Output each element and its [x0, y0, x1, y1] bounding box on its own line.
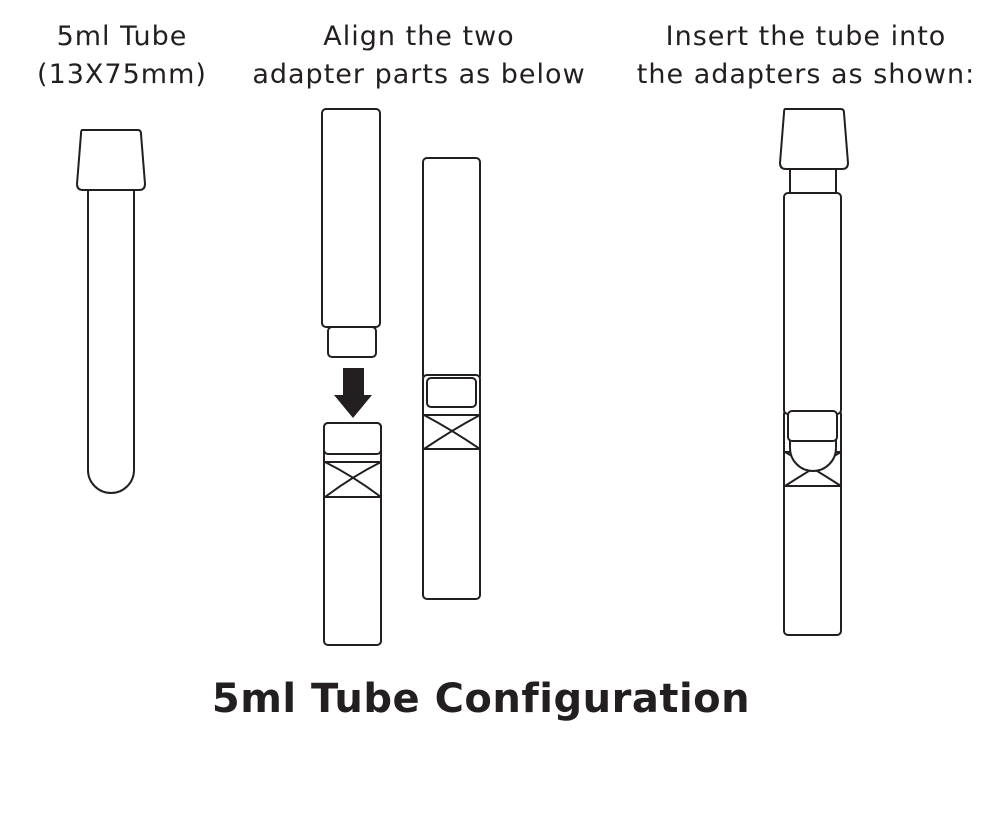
adapter-top-part — [321, 108, 381, 358]
adapter-bottom-socket — [323, 422, 382, 455]
inserted-tube-cap — [779, 108, 849, 170]
assembled-bowtie — [423, 414, 481, 450]
tube-illustration — [76, 129, 146, 494]
caption-insert-line2: the adapters as shown: — [636, 59, 976, 90]
caption-tube-line1: 5ml Tube — [56, 21, 188, 52]
assembled-lower-sleeve — [422, 374, 481, 600]
adapter-top-plug — [327, 326, 377, 358]
assembled-plug — [426, 377, 477, 408]
tube-cap — [76, 129, 146, 191]
adapter-assembled — [422, 157, 481, 600]
assembled-upper-sleeve — [422, 157, 481, 381]
caption-align-line1: Align the two — [323, 21, 515, 52]
adapter-bottom-sleeve — [323, 422, 382, 646]
adapter-top-sleeve — [321, 108, 381, 328]
inserted-upper-sleeve — [783, 192, 842, 415]
adapter-bottom-bowtie — [324, 461, 382, 498]
caption-tube: 5ml Tube (13X75mm) — [12, 18, 232, 94]
caption-align: Align the two adapter parts as below — [240, 18, 598, 94]
tube-in-adapter — [779, 108, 849, 636]
arrow-down-icon — [334, 368, 372, 418]
inserted-plug — [787, 410, 838, 442]
caption-insert-line1: Insert the tube into — [665, 21, 947, 52]
caption-insert: Insert the tube into the adapters as sho… — [620, 18, 992, 94]
caption-tube-line2: (13X75mm) — [37, 59, 207, 90]
diagram-title: 5ml Tube Configuration — [211, 676, 751, 722]
adapter-bottom-part — [323, 422, 382, 646]
tube-body — [87, 187, 135, 494]
caption-align-line2: adapter parts as below — [252, 59, 586, 90]
